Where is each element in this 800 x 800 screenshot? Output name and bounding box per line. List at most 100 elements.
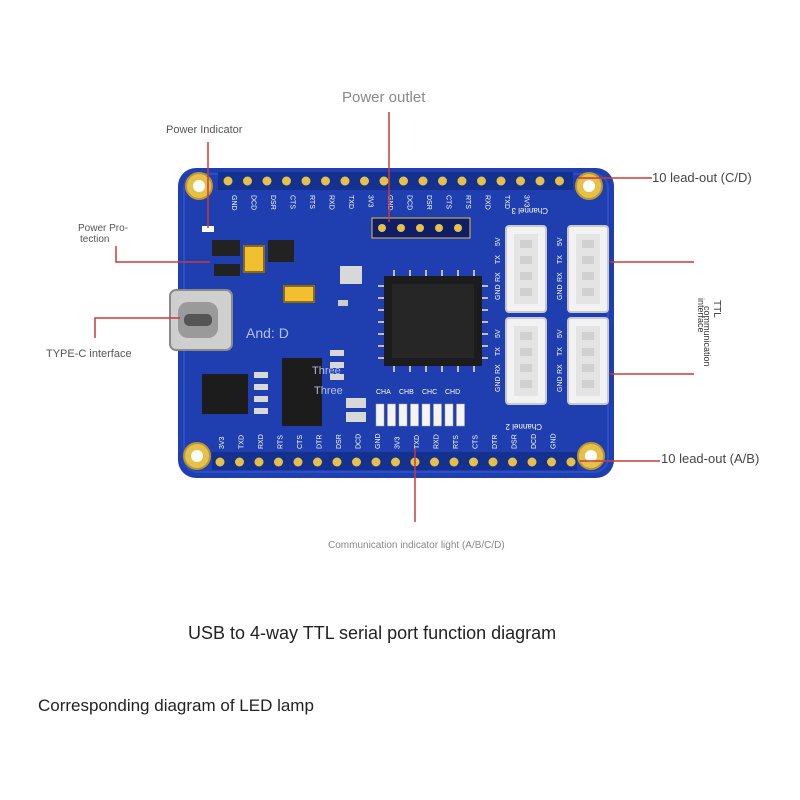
header-pin	[254, 457, 264, 467]
comm-indicator-leds	[375, 403, 465, 427]
ttl-pin-label: RX	[557, 272, 564, 282]
ttl-connector-pin	[520, 364, 532, 372]
leader-typec	[94, 317, 180, 338]
ttl-connector-pin	[582, 348, 594, 356]
header-pin	[449, 457, 459, 467]
top-pin-label: 3V3	[523, 195, 530, 208]
header-pin	[360, 176, 369, 186]
power-indicator-led	[202, 226, 214, 232]
fuse	[214, 264, 240, 276]
header-pin	[215, 457, 225, 467]
label-power-protection-2: tection	[80, 234, 110, 245]
top-pin-label: RTS	[308, 195, 315, 209]
comm-led	[375, 403, 385, 427]
bottom-pin-label: CTS	[473, 435, 480, 449]
chip-u4	[202, 374, 248, 414]
bottom-pin-label: DCD	[531, 434, 538, 449]
mounting-holes	[183, 172, 605, 470]
header-pin	[223, 176, 233, 186]
comm-led	[410, 403, 419, 427]
top-pin-label: DSR	[425, 195, 432, 210]
channel-bottom-text: Channel 2	[505, 422, 542, 431]
top-pin-label: GND	[230, 195, 237, 211]
comm-led	[456, 403, 465, 427]
ttl-connector-pin	[582, 288, 594, 296]
label-power-indicator: Power Indicator	[166, 124, 243, 136]
header-pin	[313, 457, 322, 467]
comm-led	[444, 403, 454, 427]
protection-diode	[212, 240, 240, 256]
ttl-pin-label: 5V	[557, 237, 564, 246]
bottom-pin-label: 3V3	[395, 436, 402, 449]
comm-led	[433, 403, 442, 427]
header-pin	[371, 457, 381, 467]
header-pin	[321, 176, 330, 186]
header-pin	[282, 176, 291, 186]
ttl-connector-pin	[582, 332, 594, 340]
top-pin-label: TXD	[503, 195, 510, 209]
header-pin	[477, 176, 486, 186]
ttl-pin-label: TX	[495, 347, 502, 356]
ttl-connector-pin	[520, 348, 532, 356]
bottom-pin-label: RXD	[434, 434, 441, 449]
ttl-connector-pin	[520, 240, 532, 248]
top-pin-label: RXD	[484, 195, 491, 210]
leader-lines	[94, 112, 694, 522]
bottom-pin-label: DSR	[336, 434, 343, 449]
header-pin	[516, 176, 525, 186]
top-pin-label: CTS	[445, 195, 452, 209]
ttl-connector-pin	[520, 272, 532, 280]
comm-led-label: CHC	[422, 389, 437, 396]
header-pin	[262, 176, 272, 186]
header-pin	[527, 457, 537, 467]
header-pin	[352, 457, 361, 467]
bottom-pin-label: DSR	[512, 434, 519, 449]
ttl-pin-label: GND	[557, 376, 564, 392]
ttl-connector-pin	[582, 364, 594, 372]
label-ttl-1: TTL	[711, 300, 722, 318]
ttl-pin-label: RX	[557, 364, 564, 374]
bottom-pin-label: RTS	[453, 435, 460, 449]
header-pin	[293, 457, 303, 467]
top-pin-label: TXD	[347, 195, 354, 209]
ttl-connector-pin	[520, 256, 532, 264]
header-pin	[508, 457, 517, 467]
comm-led	[421, 403, 431, 427]
header-pin	[496, 176, 506, 186]
ttl-connector-pin	[520, 288, 532, 296]
ttl-pin-label: TX	[557, 255, 564, 264]
header-pin	[547, 457, 556, 467]
ttl-connector-pin	[582, 272, 594, 280]
header-pin	[430, 457, 439, 467]
ttl-pin-label: GND	[495, 376, 502, 392]
header-pin	[438, 176, 447, 186]
header-pin	[391, 457, 400, 467]
ttl-pin-label: TX	[495, 255, 502, 264]
comm-led-label: CHD	[445, 389, 460, 396]
label-power-outlet: Power outlet	[342, 89, 426, 106]
ttl-connector-pin	[582, 256, 594, 264]
leader-power-protection	[115, 246, 210, 263]
bottom-pin-label: TXD	[239, 435, 246, 449]
header-pin	[274, 457, 283, 467]
top-pin-label: RTS	[464, 195, 471, 209]
header-pin	[379, 176, 389, 186]
ttl-connector-pin	[520, 380, 532, 388]
label-lead-cd: 10 lead-out (C/D)	[652, 170, 752, 185]
header-pin	[555, 176, 564, 186]
top-pin-label: DCD	[250, 195, 257, 210]
caption-main: USB to 4-way TTL serial port function di…	[188, 623, 557, 643]
top-header-pins	[223, 176, 564, 186]
header-pin	[488, 457, 498, 467]
label-lead-ab: 10 lead-out (A/B)	[661, 451, 760, 466]
bottom-pin-label: RTS	[278, 435, 285, 449]
top-pin-label: DSR	[269, 195, 276, 210]
ttl-pin-label: 5V	[495, 237, 502, 246]
ttl-pin-label: 5V	[557, 329, 564, 338]
ttl-pin-label: RX	[495, 364, 502, 374]
bottom-pin-label: CTS	[297, 435, 304, 449]
ttl-connector-pin	[582, 380, 594, 388]
three-text-2: Three	[314, 385, 343, 397]
